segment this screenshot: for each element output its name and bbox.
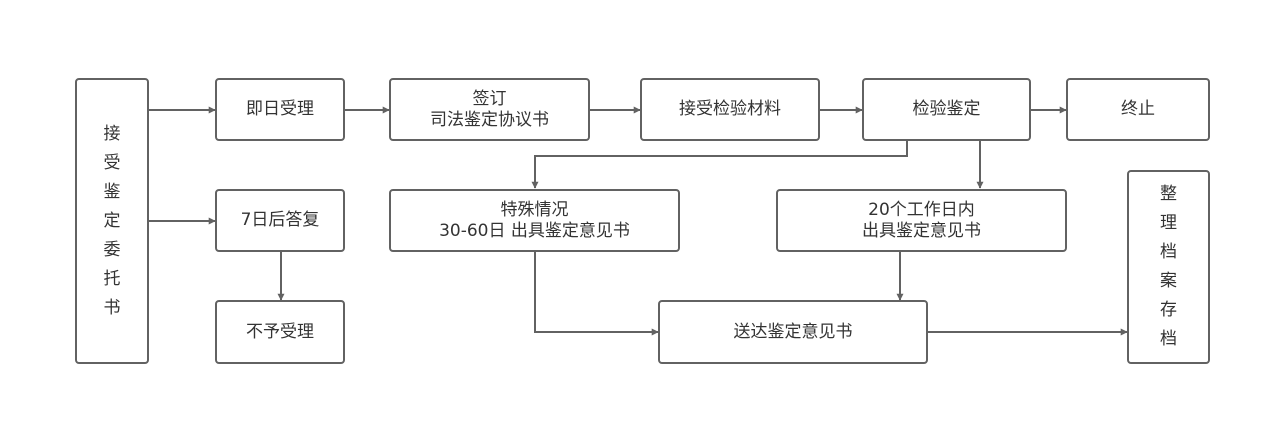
node-20-workdays-line2: 出具鉴定意见书: [862, 220, 981, 241]
node-deliver-opinion-label: 送达鉴定意见书: [733, 321, 853, 342]
node-archive: 整理档案存档: [1127, 170, 1210, 364]
node-20-workdays: 20个工作日内 出具鉴定意见书: [776, 189, 1067, 252]
node-special-case-line1: 特殊情况: [500, 199, 569, 220]
node-terminate-label: 终止: [1121, 99, 1155, 119]
node-20-workdays-line1: 20个工作日内: [868, 199, 975, 220]
node-entrust: 接受鉴定委托书: [75, 78, 149, 364]
node-inspection: 检验鉴定: [862, 78, 1031, 141]
node-special-case-line2: 30-60日 出具鉴定意见书: [439, 220, 630, 241]
arrow-special-to-deliver: [534, 252, 659, 336]
node-not-accepted: 不予受理: [215, 300, 345, 364]
node-not-accepted-label: 不予受理: [246, 321, 314, 342]
node-entrust-label: 接受鉴定委托书: [103, 123, 121, 318]
node-sign-agreement-line1: 签订: [472, 88, 507, 109]
node-reply-7days: 7日后答复: [215, 189, 345, 252]
node-inspection-label: 检验鉴定: [912, 99, 981, 119]
node-accept-same-day: 即日受理: [215, 78, 345, 141]
node-sign-agreement-line2: 司法鉴定协议书: [430, 109, 549, 130]
node-reply-7days-label: 7日后答复: [240, 210, 320, 230]
node-terminate: 终止: [1066, 78, 1210, 141]
node-archive-label: 整理档案存档: [1160, 184, 1177, 349]
node-receive-materials: 接受检验材料: [640, 78, 820, 141]
node-sign-agreement: 签订 司法鉴定协议书: [389, 78, 590, 141]
node-special-case: 特殊情况 30-60日 出具鉴定意见书: [389, 189, 680, 252]
arrow-inspection-to-special: [531, 141, 908, 189]
node-receive-materials-label: 接受检验材料: [679, 99, 781, 119]
node-deliver-opinion: 送达鉴定意见书: [658, 300, 928, 364]
node-accept-same-day-label: 即日受理: [246, 99, 314, 119]
